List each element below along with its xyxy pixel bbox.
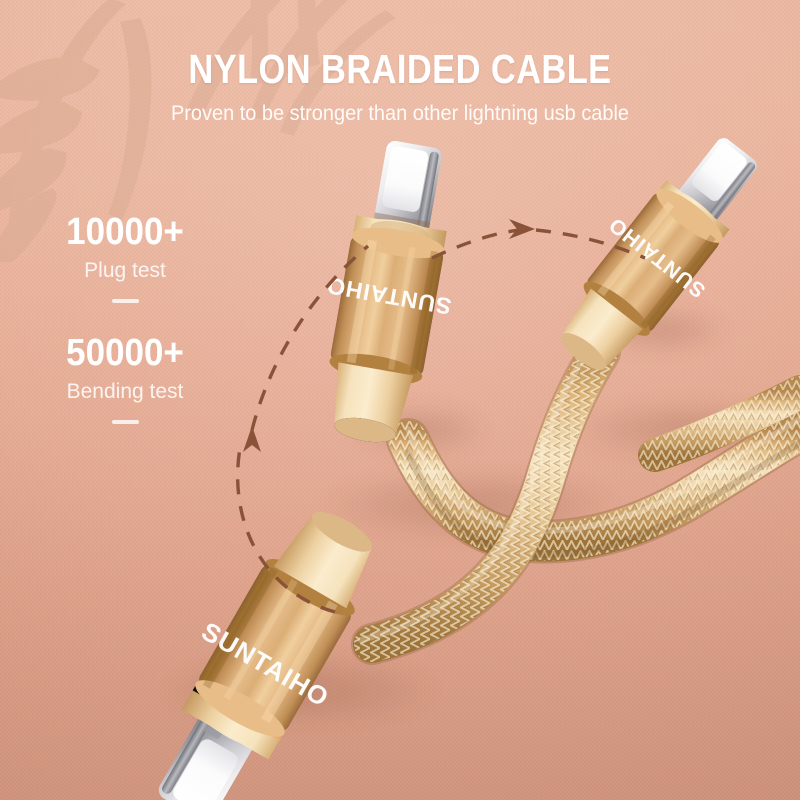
page-title: NYLON BRAIDED CABLE — [188, 46, 612, 92]
arrow-path-left — [250, 244, 370, 431]
stat-divider — [111, 299, 139, 303]
strain-relief — [273, 511, 373, 609]
arrow-path-lower — [235, 447, 336, 614]
upper-right-connector: SUNTAIHO — [561, 138, 757, 370]
lower-left-connector: SUNTAIHO — [158, 511, 373, 800]
stat-bending-test-label: Bending test — [66, 380, 184, 403]
arrowhead-up-icon — [243, 426, 261, 452]
upper-left-connector: SUNTAIHO — [324, 140, 453, 443]
strain-relief — [334, 362, 414, 443]
stat-plug-test-label: Plug test — [84, 259, 166, 282]
stat-divider — [111, 420, 139, 424]
page-subtitle: Proven to be stronger than other lightni… — [170, 102, 630, 125]
stat-plug-test-value: 10000+ — [66, 211, 184, 253]
arrow-path-upper-right — [535, 228, 646, 260]
arrowhead-right-icon — [509, 219, 535, 239]
braided-cable-secondary — [351, 331, 621, 665]
braided-cable-main — [386, 408, 800, 564]
strain-relief — [561, 288, 643, 370]
braided-cable-right-exit — [638, 375, 800, 472]
connector-barrel — [583, 188, 723, 336]
lightning-tip-icon — [371, 140, 442, 240]
stat-bending-test-value: 50000+ — [66, 332, 184, 374]
connector-barrel — [329, 227, 445, 385]
stat-plug-test: 10000+ Plug test — [0, 212, 250, 303]
arrow-path-upper-left — [431, 228, 521, 260]
stat-bending-test: 50000+ Bending test — [0, 333, 250, 424]
